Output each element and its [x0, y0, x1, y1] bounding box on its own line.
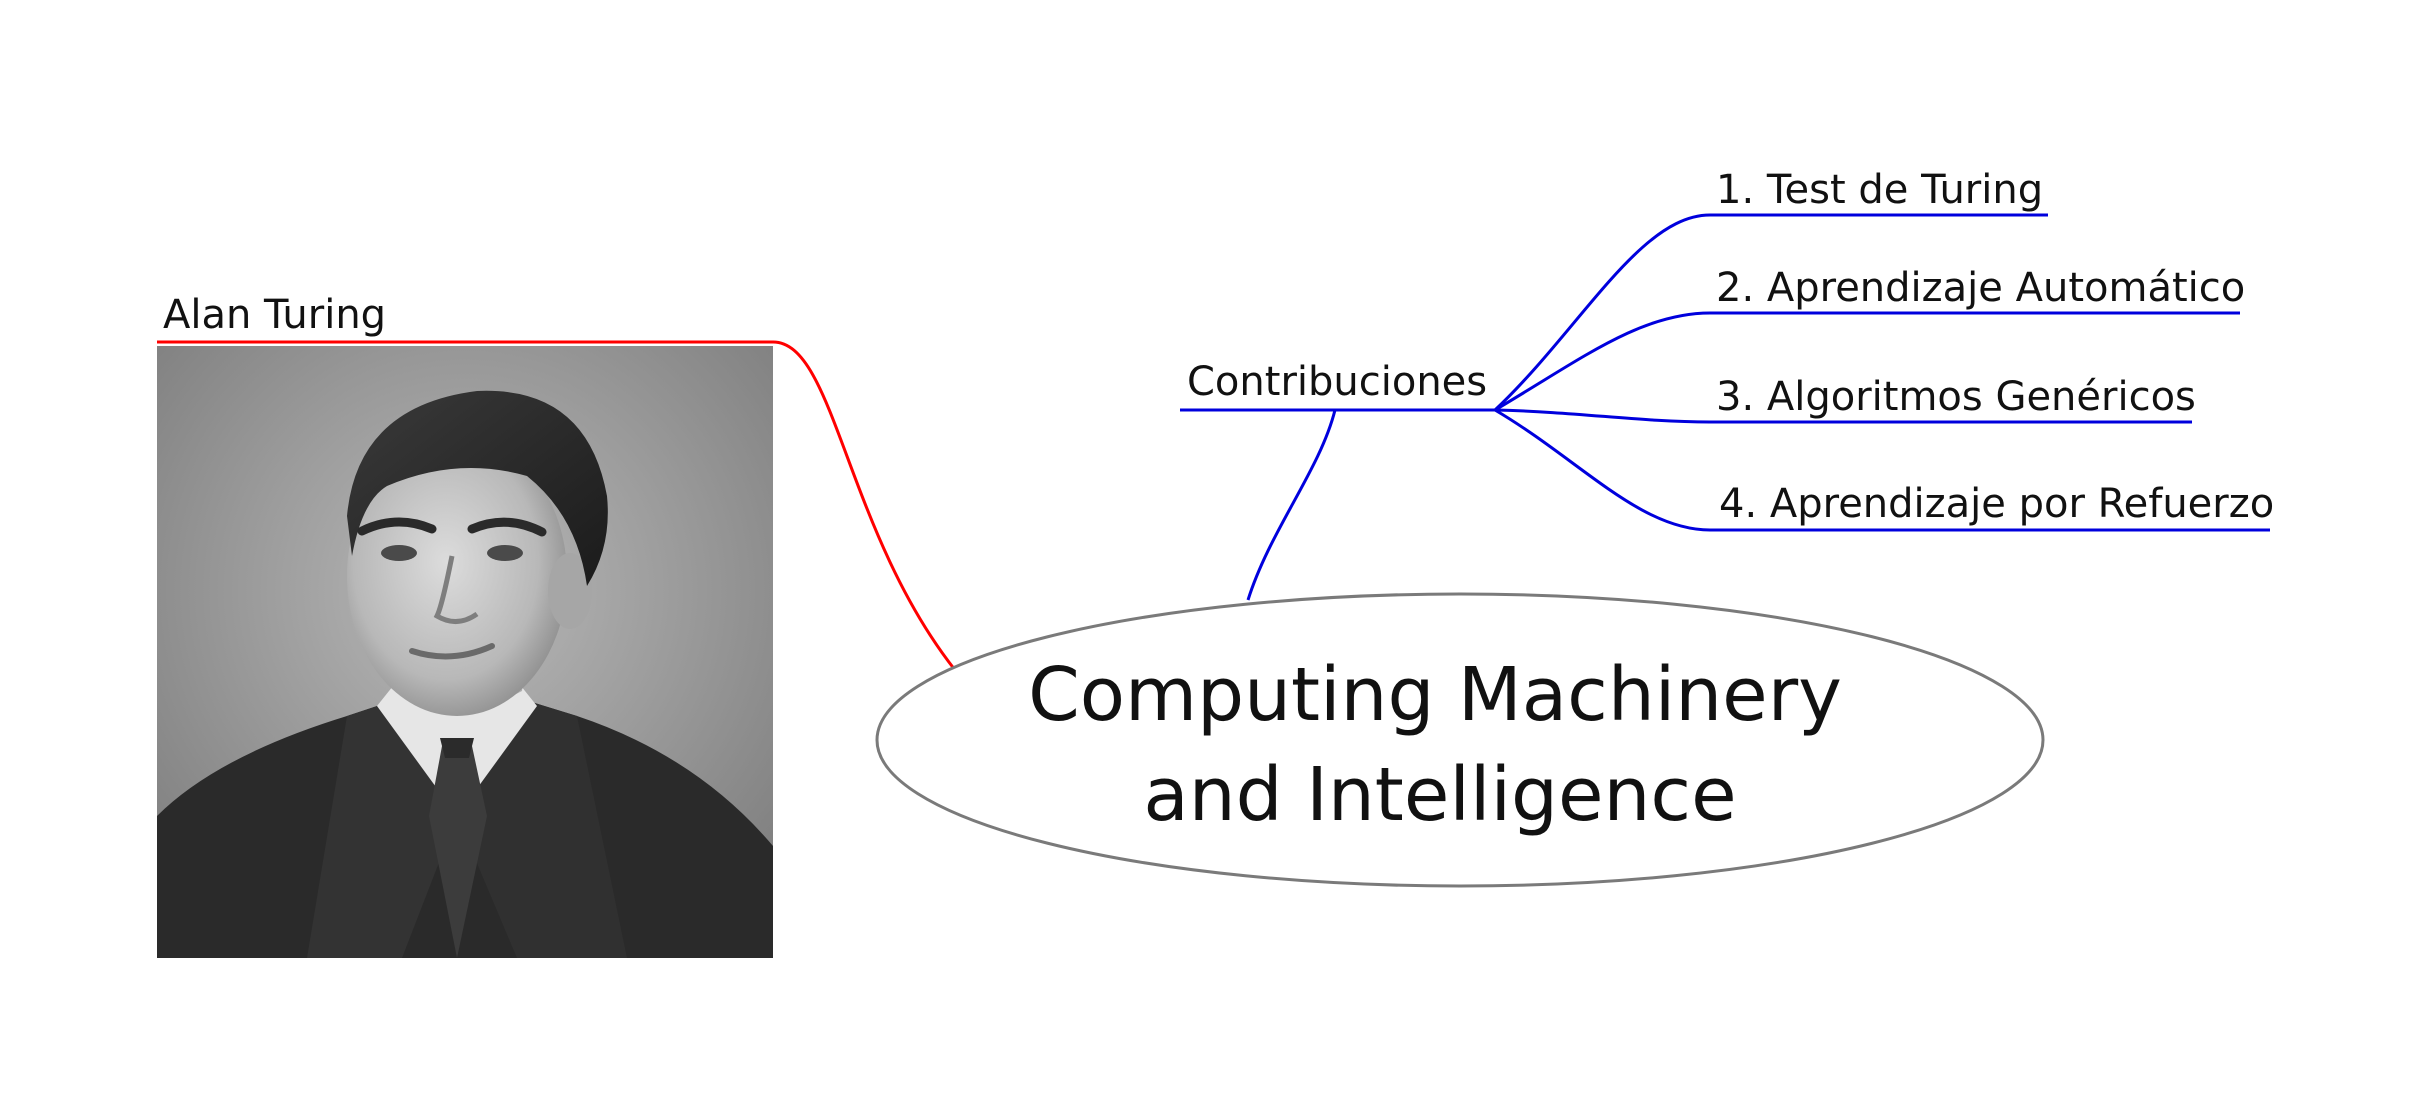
sub-item-3[interactable]: 3. Algoritmos Genéricos: [1716, 374, 2196, 420]
central-topic-ellipse[interactable]: [875, 592, 2045, 888]
sub-connector-3: [1494, 408, 1711, 424]
alan-turing-connector: [772, 340, 957, 671]
contribuciones-connector: [1246, 409, 1337, 601]
portrait-drawing: [157, 346, 773, 958]
central-topic-line2: and Intelligence: [1143, 752, 1736, 838]
alan-turing-label[interactable]: Alan Turing: [163, 292, 386, 338]
sub-item-1[interactable]: 1. Test de Turing: [1716, 167, 2043, 213]
sub-connector-2: [1494, 311, 1711, 412]
sub-item-4[interactable]: 4. Aprendizaje por Refuerzo: [1719, 481, 2274, 527]
sub-connector-1: [1493, 213, 1711, 412]
sub-connector-4: [1494, 408, 1711, 532]
central-topic-line1: Computing Machinery: [1028, 652, 1842, 738]
contribuciones-label[interactable]: Contribuciones: [1187, 359, 1487, 405]
alan-turing-portrait[interactable]: [157, 346, 773, 958]
sub-item-2[interactable]: 2. Aprendizaje Automático: [1716, 265, 2245, 311]
